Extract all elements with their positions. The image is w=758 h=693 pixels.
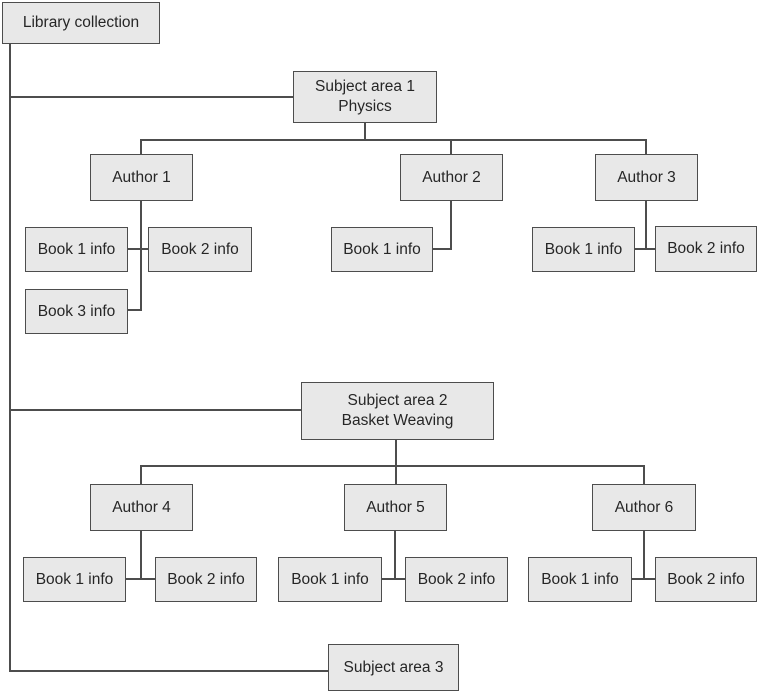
connector-author3-down	[645, 201, 647, 250]
node-subject-area-1: Subject area 1 Physics	[293, 71, 437, 123]
connector-author4-stub	[140, 465, 142, 484]
node-label: Author 1	[112, 168, 171, 186]
node-author5-book1: Book 1 info	[278, 557, 382, 602]
connector-author4-down	[140, 531, 142, 580]
node-label: Author 4	[112, 498, 171, 516]
connector-author6-stub	[643, 465, 645, 484]
connector-subject2-branch	[9, 409, 302, 411]
node-label-line2: Basket Weaving	[341, 412, 454, 429]
connector-author2-book1	[433, 248, 451, 250]
connector-subject1-branch	[9, 96, 294, 98]
node-author1-book2: Book 2 info	[148, 227, 252, 272]
node-label: Author 3	[617, 168, 676, 186]
node-author1-book1: Book 1 info	[25, 227, 128, 272]
node-label: Book 2 info	[667, 240, 745, 258]
node-label: Book 3 info	[37, 302, 116, 320]
connector-subject2-bus	[140, 465, 645, 467]
connector-trunk-vertical	[9, 44, 11, 672]
connector-subject1-stub	[364, 123, 366, 141]
node-label: Book 1 info	[291, 570, 369, 588]
node-label-line2: Physics	[338, 98, 392, 115]
node-label: Book 2 info	[667, 570, 745, 588]
connector-author6-books-row	[632, 578, 655, 580]
connector-author1-down	[140, 201, 142, 311]
node-subject-area-2: Subject area 2 Basket Weaving	[301, 382, 494, 440]
node-author2-book1: Book 1 info	[331, 227, 433, 272]
node-label: Book 1 info	[541, 570, 619, 588]
node-author-4: Author 4	[90, 484, 193, 531]
node-author6-book2: Book 2 info	[655, 557, 757, 602]
connector-author3-books-row	[635, 248, 655, 250]
connector-author2-stub	[450, 139, 452, 154]
connector-author5-down	[394, 531, 396, 580]
connector-author1-books-row1	[128, 248, 148, 250]
node-author6-book1: Book 1 info	[528, 557, 632, 602]
connector-author1-book3	[128, 309, 142, 311]
node-author-5: Author 5	[344, 484, 447, 531]
connector-author3-stub	[645, 139, 647, 154]
node-label-line1: Subject area 2	[347, 392, 448, 410]
connector-subject3-branch	[9, 670, 329, 672]
node-label-line1: Subject area 1	[315, 78, 415, 96]
connector-author1-stub	[140, 139, 142, 154]
node-author-1: Author 1	[90, 154, 193, 201]
node-label: Subject area 3	[343, 658, 444, 676]
node-author4-book2: Book 2 info	[155, 557, 257, 602]
node-author4-book1: Book 1 info	[23, 557, 126, 602]
connector-author5-books-row	[382, 578, 405, 580]
node-label: Author 5	[366, 498, 425, 516]
connector-author6-down	[643, 531, 645, 580]
node-subject-area-3: Subject area 3	[328, 644, 459, 691]
node-author-2: Author 2	[400, 154, 503, 201]
connector-author4-books-row	[126, 578, 155, 580]
node-author3-book1: Book 1 info	[532, 227, 635, 272]
node-label: Author 6	[614, 498, 674, 516]
node-label: Book 1 info	[35, 570, 114, 588]
node-label: Book 2 info	[161, 240, 239, 258]
node-author-3: Author 3	[595, 154, 698, 201]
connector-subject2-stub	[395, 440, 397, 484]
connector-author2-down	[450, 201, 452, 250]
node-author3-book2: Book 2 info	[655, 226, 757, 272]
node-author1-book3: Book 3 info	[25, 289, 128, 334]
node-label: Book 1 info	[37, 240, 116, 258]
node-label: Author 2	[422, 168, 481, 186]
node-author5-book2: Book 2 info	[405, 557, 508, 602]
node-label: Book 1 info	[544, 240, 623, 258]
node-label: Book 2 info	[417, 570, 496, 588]
node-label: Book 2 info	[167, 570, 245, 588]
node-label: Library collection	[22, 14, 140, 32]
node-author-6: Author 6	[592, 484, 696, 531]
node-library-collection: Library collection	[2, 2, 160, 44]
connector-subject1-bus	[140, 139, 647, 141]
node-label: Book 1 info	[343, 240, 421, 258]
